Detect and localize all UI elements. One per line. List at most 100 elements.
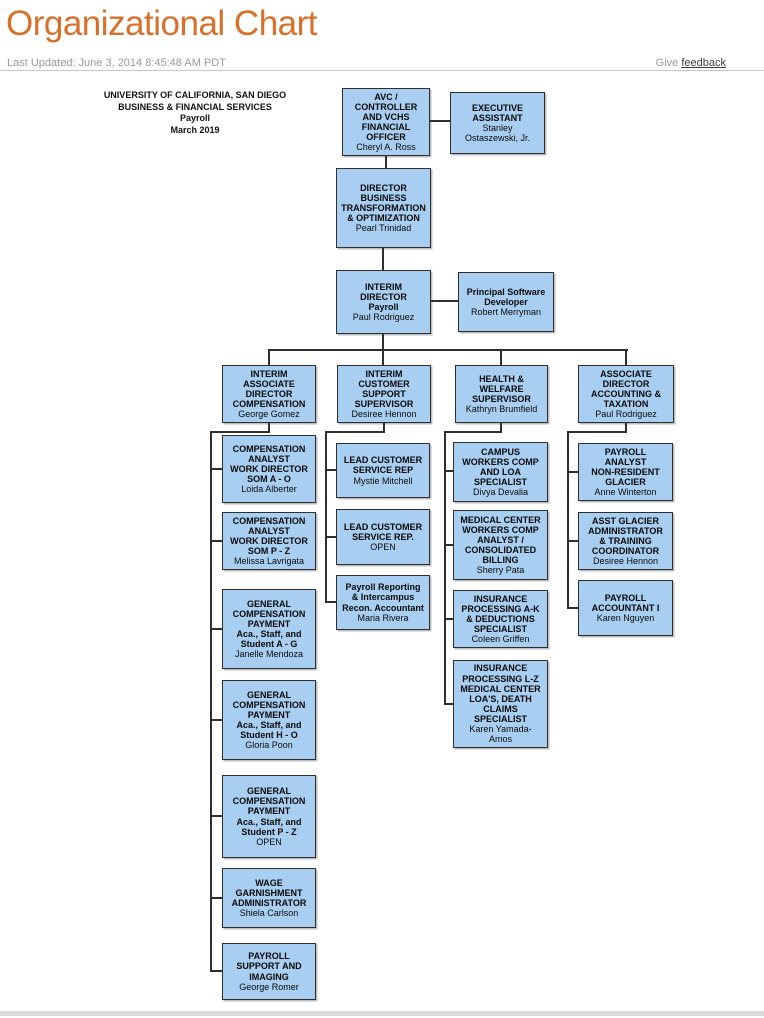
connector-line [567,431,627,433]
connector-line [268,349,628,351]
node-name: Janelle Mendoza [234,649,304,660]
node-executive-assistant: EXECUTIVE ASSISTANT Stanley Ostaszewski,… [450,92,545,154]
node-title: INSURANCE PROCESSING L-Z MEDICAL CENTER … [460,663,541,725]
connector-line [268,349,270,365]
connector-line [430,120,450,122]
node-payroll-reporting-accountant: Payroll Reporting & Intercampus Recon. A… [336,575,430,630]
node-payroll-accountant-i: PAYROLL ACCOUNTANT I Karen Nguyen [578,580,673,636]
node-name: Robert Merryman [470,307,542,318]
node-name: Paul Rodriguez [595,409,657,420]
connector-line [325,601,336,603]
node-medical-center-workers-comp: MEDICAL CENTER WORKERS COMP ANALYST / CO… [453,510,548,580]
connector-line [325,431,327,603]
page-title: Organizational Chart [6,4,318,43]
feedback-link[interactable]: feedback [681,57,726,69]
connector-line [500,349,502,365]
connector-line [325,469,336,471]
node-general-comp-a-g: GENERAL COMPENSATION PAYMENT Aca., Staff… [222,589,316,669]
node-title: PAYROLL SUPPORT AND IMAGING [236,951,302,982]
node-title: INTERIM ASSOCIATE DIRECTOR COMPENSATION [232,368,306,410]
org-info-text: UNIVERSITY OF CALIFORNIA, SAN DIEGO BUSI… [103,90,287,136]
node-campus-workers-comp-loa: CAMPUS WORKERS COMP AND LOA SPECIALIST D… [453,442,548,502]
node-principal-software-developer: Principal Software Developer Robert Merr… [458,272,554,332]
connector-line [210,719,222,721]
connector-line [444,431,502,433]
node-name: Kathryn Brumfield [465,404,538,415]
node-title: GENERAL COMPENSATION PAYMENT Aca., Staff… [232,786,306,837]
node-comp-analyst-som-p-z: COMPENSATION ANALYST WORK DIRECTOR SOM P… [222,512,316,570]
node-title: PAYROLL ANALYST NON-RESIDENT GLACIER [591,446,660,488]
node-title: LEAD CUSTOMER SERVICE REP [343,455,423,476]
connector-line [444,618,453,620]
connector-line [210,468,222,470]
connector-line [567,607,578,609]
node-insurance-processing-l-z: INSURANCE PROCESSING L-Z MEDICAL CENTER … [453,660,548,748]
node-name: Karen Nguyen [596,613,655,624]
node-title: PAYROLL ACCOUNTANT I [591,592,660,613]
node-title: INTERIM DIRECTOR Payroll [360,281,407,312]
connector-line [625,349,627,365]
connector-line [385,156,387,168]
connector-line [325,431,385,433]
connector-line [210,628,222,630]
node-title: ASSOCIATE DIRECTOR ACCOUNTING & TAXATION [591,368,661,410]
node-title: WAGE GARNISHMENT ADMINISTRATOR [231,877,307,908]
node-title: COMPENSATION ANALYST WORK DIRECTOR SOM A… [230,443,308,485]
node-title: AVC / CONTROLLER AND VCHS FINANCIAL OFFI… [354,91,418,143]
node-name: Karen Yamada- Amos [469,724,532,745]
connector-line [210,431,270,433]
connector-line [444,470,453,472]
node-name: Desiree Hennon [592,556,659,567]
node-health-welfare-supervisor: HEALTH & WELFARE SUPERVISOR Kathryn Brum… [455,365,548,423]
connector-line [500,423,502,433]
connector-line [567,431,569,608]
node-interim-assoc-director-compensation: INTERIM ASSOCIATE DIRECTOR COMPENSATION … [222,365,316,423]
node-title: ASST GLACIER ADMINISTRATOR & TRAINING CO… [588,515,663,557]
connector-line [382,334,384,349]
connector-line [210,540,222,542]
node-name: Stanley Ostaszewski, Jr. [464,123,530,144]
node-name: Pearl Trinidad [355,223,412,234]
node-payroll-support-imaging: PAYROLL SUPPORT AND IMAGING George Romer [222,943,316,1000]
node-comp-analyst-som-a-o: COMPENSATION ANALYST WORK DIRECTOR SOM A… [222,435,316,503]
node-title: GENERAL COMPENSATION PAYMENT Aca., Staff… [232,598,306,650]
node-title: INTERIM CUSTOMER SUPPORT SUPERVISOR [354,368,414,410]
node-name: Shiela Carlson [239,908,299,919]
node-title: HEALTH & WELFARE SUPERVISOR [472,373,531,404]
node-name: Melissa Lavrigata [233,556,305,567]
connector-line [325,536,336,538]
feedback-prefix: Give [655,57,682,69]
connector-line [210,970,222,972]
connector-line [444,431,446,705]
node-avc-controller: AVC / CONTROLLER AND VCHS FINANCIAL OFFI… [342,88,430,156]
connector-line [268,423,270,433]
node-lead-customer-service-rep-1: LEAD CUSTOMER SERVICE REP Mystie Mitchel… [336,443,430,498]
connector-line [383,423,385,433]
node-interim-director-payroll: INTERIM DIRECTOR Payroll Paul Rodriguez [336,270,431,334]
connector-line [431,300,458,302]
node-name: Loida Alberter [241,484,297,495]
connector-line [567,540,578,542]
node-name: Desiree Hennon [351,409,417,420]
node-name: Paul Rodriguez [352,312,415,323]
node-title: Principal Software Developer [466,286,546,307]
node-name: George Gomez [238,409,300,420]
node-director-bto: DIRECTOR BUSINESS TRANSFORMATION & OPTIM… [336,168,431,248]
node-title: LEAD CUSTOMER SERVICE REP. [343,521,423,542]
connector-line [210,815,222,817]
node-name: Maria Rivera [357,612,409,623]
node-name: Coleen Griffen [471,634,530,645]
node-title: MEDICAL CENTER WORKERS COMP ANALYST / CO… [460,514,541,566]
last-updated-text: Last Updated: June 3, 2014 8:45:48 AM PD… [7,57,226,69]
node-lead-customer-service-rep-2: LEAD CUSTOMER SERVICE REP. OPEN [336,509,430,565]
node-name: Divya Devalia [472,487,529,498]
node-asst-glacier-admin: ASST GLACIER ADMINISTRATOR & TRAINING CO… [578,512,673,570]
node-name: Gloria Poon [245,740,293,751]
node-name: Mystie Mitchell [353,475,413,486]
connector-line [210,431,212,972]
node-title: DIRECTOR BUSINESS TRANSFORMATION & OPTIM… [341,182,426,224]
page-bottom-divider [0,1011,764,1016]
node-name: OPEN [370,542,396,553]
connector-line [567,471,578,473]
